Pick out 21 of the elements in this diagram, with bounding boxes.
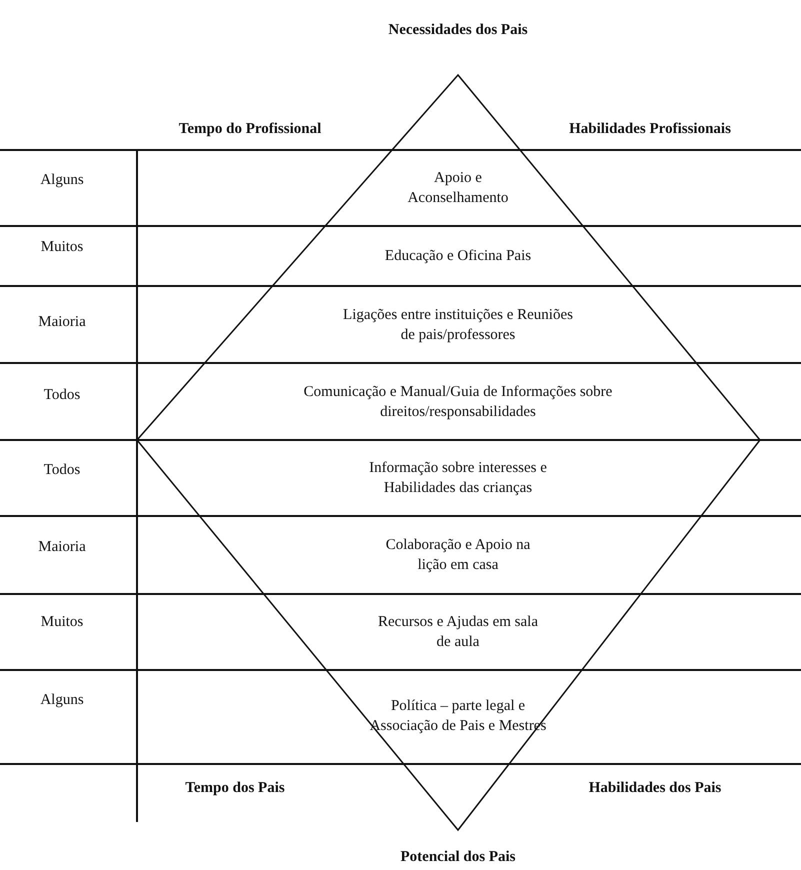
level-text: Recursos e Ajudas em sala de aula: [378, 613, 538, 652]
row-label: Maioria: [37, 538, 87, 557]
row-label: Muitos: [40, 238, 84, 257]
column-heading: Tempo do Profissional: [178, 120, 322, 139]
level-text: Colaboração e Apoio na lição em casa: [384, 536, 532, 575]
row-label: Maioria: [37, 313, 87, 332]
diagram-caption: Potencial dos Pais: [400, 848, 516, 867]
row-label: Todos: [42, 386, 82, 405]
row-label: Muitos: [40, 613, 84, 632]
column-heading: Habilidades Profissionais: [568, 120, 732, 139]
row-label: Alguns: [39, 171, 85, 190]
level-text: Educação e Oficina Pais: [384, 247, 532, 266]
column-heading: Tempo dos Pais: [184, 779, 286, 798]
level-text: Ligações entre instituições e Reuniões de pais/professores: [342, 306, 574, 345]
diagram-title: Necessidades dos Pais: [387, 21, 529, 40]
row-label: Todos: [42, 461, 82, 480]
level-text: Comunicação e Manual/Guia de Informações sobre direitos/responsabilidades: [302, 383, 614, 422]
row-label: Alguns: [39, 691, 85, 710]
level-text: Informação sobre interesses e Habilidades das crianças: [368, 459, 548, 498]
column-heading: Habilidades dos Pais: [588, 779, 722, 798]
level-text: Apoio e Aconselhamento: [406, 169, 510, 208]
